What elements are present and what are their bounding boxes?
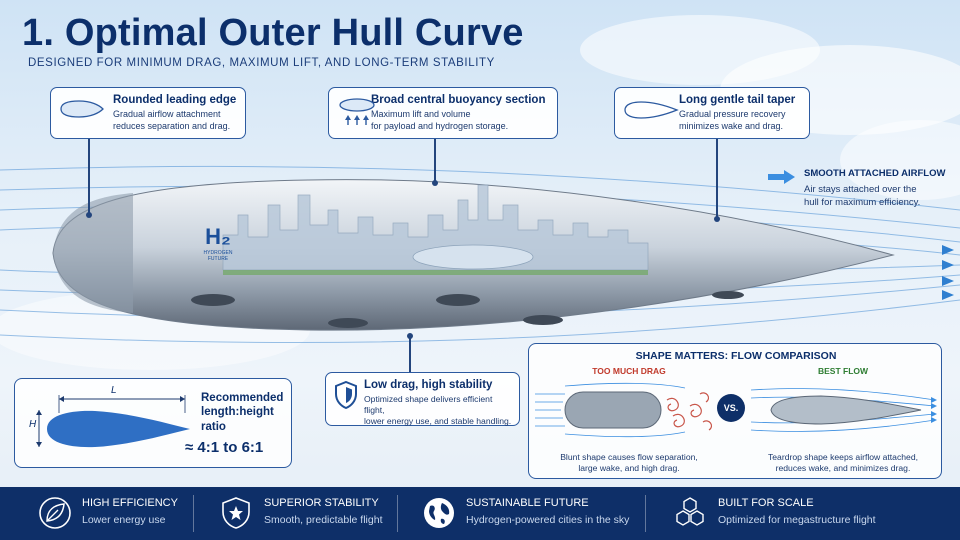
buoyancy-shape-icon <box>339 98 375 125</box>
callout-line: Gradual airflow attachment <box>113 109 221 119</box>
h2-symbol: H₂ <box>205 224 231 249</box>
feature-subtitle: Smooth, predictable flight <box>264 514 383 526</box>
bad-caption-line: Blunt shape causes flow separation, <box>560 452 698 462</box>
feature-sustainable-future: SUSTAINABLE FUTURE Hydrogen-powered citi… <box>422 487 632 540</box>
leaf-icon <box>39 497 71 529</box>
good-caption-line: reduces wake, and minimizes drag. <box>775 463 911 474</box>
ratio-value: ≈ 4:1 to 6:1 <box>185 439 264 456</box>
callout-low-drag: Low drag, high stability Optimized shape… <box>325 372 520 426</box>
feature-title: SUSTAINABLE FUTURE <box>466 497 589 509</box>
feature-subtitle: Lower energy use <box>82 514 166 526</box>
sky-clouds <box>0 0 960 487</box>
leader-line <box>409 336 411 372</box>
callout-line: Optimized shape delivers efficient fligh… <box>364 394 493 416</box>
shield-star-icon <box>222 497 250 529</box>
airflow-line: Air stays attached over the <box>804 184 917 195</box>
airflow-title: SMOOTH ATTACHED AIRFLOW <box>804 168 946 179</box>
ratio-panel: L H Recommended length:height ratio ≈ 4:… <box>14 378 292 468</box>
leading-edge-shape-icon <box>60 100 104 118</box>
ratio-title-line: Recommended <box>201 392 284 404</box>
good-caption-line: Teardrop shape keeps airflow attached, <box>767 452 918 462</box>
divider <box>645 495 646 532</box>
leader-dot <box>432 180 438 186</box>
callout-title: Low drag, high stability <box>364 379 493 391</box>
vs-badge: VS. <box>717 394 745 422</box>
flow-comparison-panel: SHAPE MATTERS: FLOW COMPARISON TOO MUCH … <box>528 343 942 479</box>
callout-line: Gradual pressure recovery <box>679 109 786 119</box>
divider <box>193 495 194 532</box>
airflow-note: SMOOTH ATTACHED AIRFLOW Air stays attach… <box>768 168 948 210</box>
feature-title: SUPERIOR STABILITY <box>264 497 379 509</box>
leader-dot <box>86 212 92 218</box>
leader-line <box>434 139 436 183</box>
feature-superior-stability: SUPERIOR STABILITY Smooth, predictable f… <box>220 487 390 540</box>
ratio-title-line: length:height <box>201 406 274 419</box>
hexagon-cluster-icon <box>676 497 704 526</box>
page-title: 1. Optimal Outer Hull Curve <box>22 12 524 54</box>
feature-title: HIGH EFFICIENCY <box>82 497 178 509</box>
bad-caption-line: large wake, and high drag. <box>578 463 680 474</box>
callout-tail: Long gentle tail taper Gradual pressure … <box>614 87 810 139</box>
feature-high-efficiency: HIGH EFFICIENCY Lower energy use <box>38 487 188 540</box>
comparison-title: SHAPE MATTERS: FLOW COMPARISON <box>635 350 837 362</box>
callout-line: reduces separation and drag. <box>113 120 231 131</box>
ratio-title-line: ratio <box>201 420 226 433</box>
callout-title: Rounded leading edge <box>113 94 237 106</box>
page-subtitle: DESIGNED FOR MINIMUM DRAG, MAXIMUM LIFT,… <box>28 57 495 69</box>
divider <box>397 495 398 532</box>
shield-icon <box>335 381 357 409</box>
callout-title: Broad central buoyancy section <box>371 94 546 106</box>
callout-line: Maximum lift and volume <box>371 109 471 119</box>
feature-title: BUILT FOR SCALE <box>718 497 814 509</box>
height-label: H <box>29 419 37 430</box>
length-label: L <box>111 385 117 396</box>
h2-caption-line1: HYDROGEN <box>203 250 233 256</box>
best-flow-label: BEST FLOW <box>817 366 869 376</box>
callout-line: for payload and hydrogen storage. <box>371 120 509 131</box>
airship-hull <box>52 179 895 331</box>
callout-leading-edge: Rounded leading edge Gradual airflow att… <box>50 87 246 139</box>
callout-buoyancy: Broad central buoyancy section Maximum l… <box>328 87 558 139</box>
h2-caption-line2: FUTURE <box>207 256 229 262</box>
feature-built-for-scale: BUILT FOR SCALE Optimized for megastruct… <box>672 487 882 540</box>
leader-line <box>88 139 90 215</box>
callout-line: minimizes wake and drag. <box>679 120 784 131</box>
leader-line <box>716 139 718 219</box>
vs-label: VS. <box>723 403 739 413</box>
blunt-shape-flow-diagram <box>535 382 713 438</box>
feature-subtitle: Optimized for megastructure flight <box>718 514 876 526</box>
callout-line: lower energy use, and stable handling. <box>364 416 512 427</box>
leader-dot <box>714 216 720 222</box>
leader-dot <box>407 333 413 339</box>
callout-title: Long gentle tail taper <box>679 94 796 106</box>
tail-taper-shape-icon <box>624 101 679 119</box>
arrow-right-icon <box>768 170 795 184</box>
feature-subtitle: Hydrogen-powered cities in the sky <box>466 514 630 526</box>
too-much-drag-label: TOO MUCH DRAG <box>592 366 666 376</box>
h2-logo: H₂ HYDROGEN FUTURE <box>188 224 248 263</box>
teardrop-flow-diagram <box>751 388 937 432</box>
globe-icon <box>424 498 454 528</box>
airflow-line: hull for maximum efficiency. <box>804 196 921 208</box>
teardrop-ratio-diagram <box>36 395 190 448</box>
feature-bar: HIGH EFFICIENCY Lower energy use SUPERIO… <box>0 487 960 540</box>
